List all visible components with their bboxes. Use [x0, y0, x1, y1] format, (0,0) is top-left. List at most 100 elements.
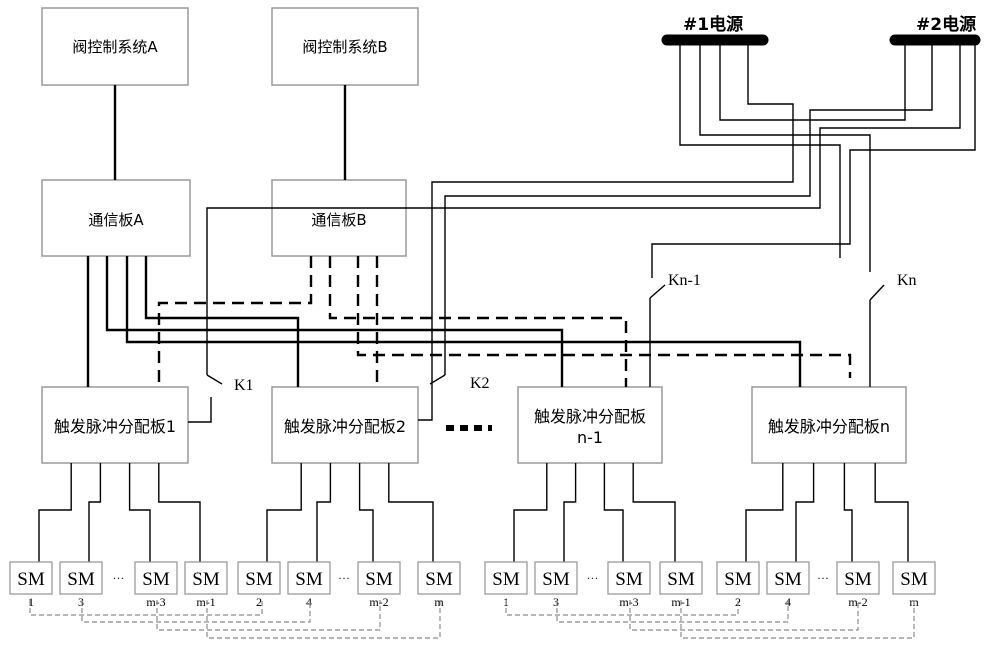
sm-module-label: SM — [295, 569, 323, 590]
sm-connector — [88, 463, 102, 562]
sm-connector — [358, 463, 374, 562]
sm-module — [357, 561, 401, 595]
sm-module — [287, 561, 331, 595]
sm-module-label: SM — [17, 569, 45, 590]
power-wiring — [206, 44, 976, 392]
sm-connector — [563, 463, 577, 562]
sm-module — [134, 561, 178, 595]
sm-module-number: 1 — [28, 595, 34, 609]
sm-connector — [795, 463, 815, 562]
sm-redundancy-link — [206, 600, 441, 639]
power-2-label: #2电源 — [916, 14, 976, 35]
sm-module — [417, 561, 461, 595]
sm-module — [9, 561, 53, 595]
sm-module-number: m-1 — [196, 595, 215, 609]
sm-module-label: SM — [774, 569, 802, 590]
sm-module — [836, 561, 880, 595]
sm-connector — [874, 463, 909, 562]
sm-module-number: m-3 — [619, 595, 638, 609]
sm-module-number: 2 — [256, 595, 262, 609]
sm-modules: SM1SM3SMm-3SMm-1···SM2SM4SMm-2SMm···SM1S… — [9, 463, 936, 639]
comm-board-a-label: 通信板A — [88, 211, 144, 229]
sm-redundancy-link — [680, 600, 915, 639]
sm-dots: ··· — [817, 571, 829, 585]
switch-kn-1: Kn-1 — [649, 258, 701, 387]
sm-dots: ··· — [587, 571, 599, 585]
sm-connector — [388, 463, 434, 562]
comm-a-links — [86, 256, 802, 387]
power-1-label: #1电源 — [683, 14, 743, 35]
sm-redundancy-link — [29, 600, 263, 616]
sm-module-label: SM — [900, 569, 928, 590]
sm-module — [59, 561, 103, 595]
sm-dots: ··· — [113, 571, 125, 585]
sm-redundancy-link — [81, 600, 311, 623]
sm-module-number: m-2 — [848, 595, 867, 609]
sm-module-number: m-3 — [146, 595, 165, 609]
sm-module — [484, 561, 528, 595]
valve-control-system-b: 阀控制系统B — [271, 7, 419, 86]
sm-connector — [158, 463, 201, 562]
trigger-board-n: 触发脉冲分配板n — [751, 386, 907, 464]
sm-redundancy-link — [505, 600, 739, 616]
switch-kn: Kn — [869, 258, 917, 387]
sm-connector — [745, 463, 784, 562]
comm-b-links — [157, 256, 852, 387]
sm-module — [766, 561, 810, 595]
trigger-board-2: 触发脉冲分配板2 — [271, 386, 419, 464]
trigger-board-1-label: 触发脉冲分配板1 — [54, 417, 176, 436]
trigger-board-n-1: 触发脉冲分配板 n-1 — [517, 386, 663, 464]
sm-redundancy-link — [156, 600, 381, 631]
sm-connector — [266, 463, 302, 562]
valve-control-system-b-label: 阀控制系统B — [302, 38, 387, 56]
trigger-board-n-label: 触发脉冲分配板n — [768, 417, 890, 436]
switch-k2: K2 — [418, 374, 490, 421]
switch-k2-label: K2 — [470, 375, 490, 392]
sm-module-label: SM — [425, 569, 453, 590]
trigger-board-n-1-label: 触发脉冲分配板 — [534, 407, 646, 426]
sm-module — [237, 561, 281, 595]
sm-module — [892, 561, 936, 595]
comm-board-b: 通信板B — [271, 179, 407, 257]
switch-k1-label: K1 — [234, 377, 254, 394]
sm-module-label: SM — [844, 569, 872, 590]
sm-connector — [513, 463, 548, 562]
sm-module-label: SM — [142, 569, 170, 590]
sm-module-number: m-2 — [369, 595, 388, 609]
valve-control-system-a: 阀控制系统A — [41, 7, 189, 86]
switch-kn-1-label: Kn-1 — [668, 272, 701, 289]
sm-connector — [316, 463, 332, 562]
sm-module-label: SM — [67, 569, 95, 590]
sm-connector — [128, 463, 151, 562]
sm-module-number: m — [434, 595, 444, 609]
sm-module — [716, 561, 760, 595]
sm-connector — [843, 463, 853, 562]
valve-control-system-a-label: 阀控制系统A — [72, 38, 158, 56]
trigger-board-n-1-sublabel: n-1 — [577, 428, 603, 447]
sm-connector — [38, 463, 72, 562]
sm-module-label: SM — [615, 569, 643, 590]
trigger-board-2-label: 触发脉冲分配板2 — [284, 417, 406, 436]
sm-redundancy-link — [556, 600, 789, 623]
trigger-board-1: 触发脉冲分配板1 — [41, 386, 189, 464]
sm-module — [607, 561, 651, 595]
sm-module-label: SM — [542, 569, 570, 590]
sm-module-label: SM — [667, 569, 695, 590]
sm-dots: ··· — [338, 571, 350, 585]
sm-module-number: 3 — [553, 595, 559, 609]
comm-board-b-label: 通信板B — [311, 211, 366, 229]
comm-board-a: 通信板A — [41, 179, 191, 257]
sm-module — [184, 561, 228, 595]
sm-module-label: SM — [724, 569, 752, 590]
sm-module — [659, 561, 703, 595]
sm-module-label: SM — [492, 569, 520, 590]
switch-kn-label: Kn — [897, 272, 917, 289]
sm-module-number: 3 — [78, 595, 84, 609]
sm-connector — [603, 463, 624, 562]
sm-module-label: SM — [365, 569, 393, 590]
sm-module-label: SM — [245, 569, 273, 590]
sm-connector — [632, 463, 676, 562]
sm-module-label: SM — [192, 569, 220, 590]
sm-module — [534, 561, 578, 595]
